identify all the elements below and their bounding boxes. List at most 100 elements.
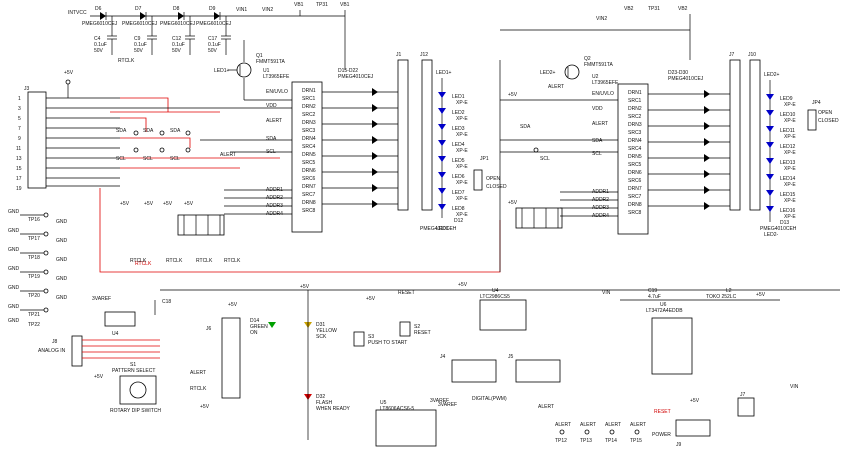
svg-text:ON: ON xyxy=(250,330,258,336)
intvcc-label: INTVCC xyxy=(68,10,87,16)
svg-text:JP4: JP4 xyxy=(812,100,821,106)
svg-text:XP-E: XP-E xyxy=(456,196,468,202)
svg-text:TP21: TP21 xyxy=(28,312,40,318)
svg-text:LT8606ACS6-5: LT8606ACS6-5 xyxy=(380,406,414,412)
svg-text:D32: D32 xyxy=(316,394,325,400)
svg-text:SDA: SDA xyxy=(143,128,154,134)
svg-text:ROTARY DIP SWITCH: ROTARY DIP SWITCH xyxy=(110,408,161,414)
svg-text:PMEG4010CEJ: PMEG4010CEJ xyxy=(338,74,374,80)
svg-text:19: 19 xyxy=(16,186,22,192)
svg-text:GND: GND xyxy=(56,257,68,263)
ic-u1: U1 LT3965EFE EN/UVLO VDD ALERT SDA SCL A… xyxy=(263,68,323,233)
svg-text:J7: J7 xyxy=(729,52,735,58)
svg-text:PUSH TO START: PUSH TO START xyxy=(368,340,407,346)
svg-text:U2: U2 xyxy=(592,74,599,80)
q2-transistor: Q2 FMMT591TA LED2+ xyxy=(540,56,613,80)
svg-text:RESET: RESET xyxy=(398,290,415,296)
svg-text:VIN: VIN xyxy=(602,290,611,296)
svg-text:EN/UVLO: EN/UVLO xyxy=(266,89,288,95)
digital-pwm-connectors: J4 J5 DIGITAL(PWM) 3VAREF ALERT xyxy=(430,354,561,410)
j1-j12-left: J1 J12 xyxy=(396,52,433,211)
svg-text:GREEN: GREEN xyxy=(250,324,268,330)
svg-text:LED14: LED14 xyxy=(780,176,796,182)
svg-text:+5V: +5V xyxy=(366,296,376,302)
svg-text:ALERT: ALERT xyxy=(580,422,596,428)
svg-text:7: 7 xyxy=(18,126,21,132)
svg-text:RTCLK: RTCLK xyxy=(166,258,183,264)
svg-text:LED4: LED4 xyxy=(452,142,465,148)
svg-text:GND: GND xyxy=(56,219,68,225)
svg-text:U5: U5 xyxy=(380,400,387,406)
svg-text:LED1+: LED1+ xyxy=(214,68,230,74)
svg-text:ADDR2: ADDR2 xyxy=(266,195,283,201)
svg-text:SRC1: SRC1 xyxy=(302,96,316,102)
svg-text:D23-D30: D23-D30 xyxy=(668,70,688,76)
power-connector: J9 POWER J7 VIN +5V RESET xyxy=(652,384,799,448)
svg-text:TOKO 252LC: TOKO 252LC xyxy=(706,294,737,300)
svg-text:C18: C18 xyxy=(162,299,171,305)
svg-text:D8: D8 xyxy=(173,6,180,12)
svg-text:SRC7: SRC7 xyxy=(628,194,642,200)
svg-text:LED5: LED5 xyxy=(452,158,465,164)
svg-text:SRC4: SRC4 xyxy=(628,146,642,152)
svg-text:PMEG4010CEH: PMEG4010CEH xyxy=(420,226,457,232)
jp4-jumper: JP4 OPEN CLOSED xyxy=(807,100,839,131)
push-to-start-switch: S3 PUSH TO START +5V xyxy=(353,296,407,347)
svg-text:LED2+: LED2+ xyxy=(764,72,780,78)
svg-text:SCL: SCL xyxy=(592,151,602,157)
svg-text:Q1: Q1 xyxy=(256,53,263,59)
svg-text:SRC8: SRC8 xyxy=(628,210,642,216)
svg-text:VIN: VIN xyxy=(790,384,799,390)
svg-text:XP-E: XP-E xyxy=(784,182,796,188)
svg-text:RTCLK: RTCLK xyxy=(224,258,241,264)
svg-text:C9: C9 xyxy=(134,36,141,42)
svg-text:LT3965EFE: LT3965EFE xyxy=(263,74,290,80)
svg-text:J8: J8 xyxy=(52,339,58,345)
svg-text:11: 11 xyxy=(16,146,21,152)
d15-d22-rows xyxy=(322,88,398,208)
svg-text:SRC2: SRC2 xyxy=(302,112,316,118)
svg-text:XP-E: XP-E xyxy=(456,180,468,186)
svg-text:LED15: LED15 xyxy=(780,192,796,198)
svg-text:LED1: LED1 xyxy=(452,94,465,100)
svg-text:SRC3: SRC3 xyxy=(302,128,316,134)
svg-text:DRN4: DRN4 xyxy=(302,136,316,142)
svg-text:FLASH: FLASH xyxy=(316,400,333,406)
svg-text:0.1uF: 0.1uF xyxy=(208,42,221,48)
svg-text:9: 9 xyxy=(18,136,21,142)
svg-text:DRN1: DRN1 xyxy=(628,90,642,96)
svg-text:0.1uF: 0.1uF xyxy=(172,42,185,48)
svg-text:LED11: LED11 xyxy=(780,128,795,134)
pattern-select-switch: S1 PATTERN SELECT ROTARY DIP SWITCH +5V xyxy=(94,362,161,414)
svg-text:SRC4: SRC4 xyxy=(302,144,316,150)
svg-text:LED2+: LED2+ xyxy=(540,70,556,76)
svg-text:PMEG4010CEH: PMEG4010CEH xyxy=(760,226,797,232)
svg-text:DRN1: DRN1 xyxy=(302,88,316,94)
svg-text:SDA: SDA xyxy=(592,138,603,144)
svg-text:TP19: TP19 xyxy=(28,274,40,280)
svg-text:XP-E: XP-E xyxy=(456,132,468,138)
svg-text:5: 5 xyxy=(18,116,21,122)
svg-text:CLOSED: CLOSED xyxy=(818,118,839,124)
svg-text:LED16: LED16 xyxy=(780,208,796,214)
ic-u4-monitor: U4 LTC2986CS5 +5V xyxy=(458,282,527,331)
svg-text:TP22: TP22 xyxy=(28,322,40,328)
svg-text:POWER: POWER xyxy=(652,432,671,438)
svg-text:+5V: +5V xyxy=(508,200,518,206)
svg-text:U4: U4 xyxy=(112,331,119,337)
svg-text:XP-E: XP-E xyxy=(784,134,796,140)
svg-text:50V: 50V xyxy=(172,48,182,54)
svg-text:RESET: RESET xyxy=(654,409,671,415)
svg-text:XP-E: XP-E xyxy=(784,118,796,124)
cap-c12: C12 0.1uF 50V xyxy=(172,16,195,55)
led-d14-on: D14 GREEN ON xyxy=(250,318,276,336)
svg-text:OPEN: OPEN xyxy=(486,176,501,182)
svg-text:TP20: TP20 xyxy=(28,293,40,299)
svg-text:DRN7: DRN7 xyxy=(302,184,316,190)
svg-text:+5V: +5V xyxy=(458,282,468,288)
diode-d6: D6 PMEG6010CEJ xyxy=(82,6,118,27)
svg-text:+5V: +5V xyxy=(228,302,238,308)
svg-text:SDA: SDA xyxy=(170,128,181,134)
diode-d9: D9 PMEG6010CEJ xyxy=(196,6,232,27)
